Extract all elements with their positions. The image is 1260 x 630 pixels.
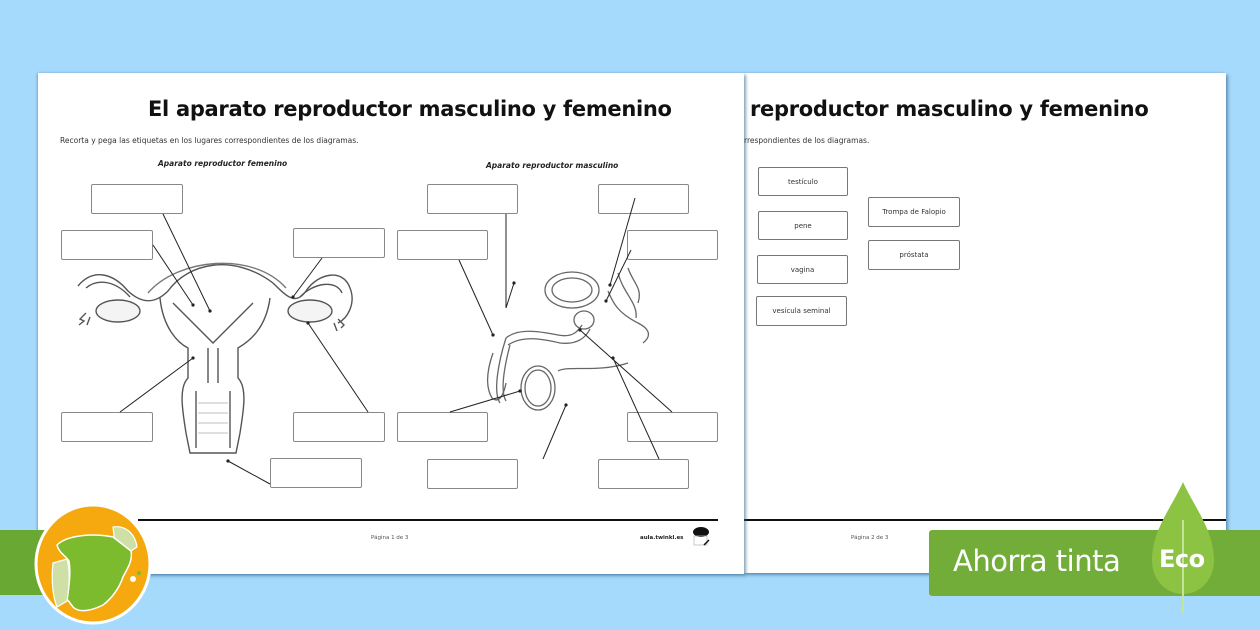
label-box[interactable] <box>427 459 518 489</box>
label-box[interactable] <box>61 412 153 442</box>
male-reproductive-diagram <box>191 197 673 463</box>
worksheet-page-1: El aparato reproductor masculino y femen… <box>38 73 744 574</box>
female-reproductive-diagram <box>77 213 369 485</box>
cutout-label[interactable]: próstata <box>868 240 960 270</box>
spain-map-icon <box>34 503 152 625</box>
leaf-icon <box>1152 482 1214 614</box>
label-box[interactable] <box>61 230 153 260</box>
page-number: Página 2 de 3 <box>851 535 889 541</box>
label-box[interactable] <box>598 184 689 214</box>
female-diagram-heading: Aparato reproductor femenino <box>158 159 288 168</box>
label-box[interactable] <box>293 412 385 442</box>
label-box[interactable] <box>397 412 488 442</box>
male-diagram-heading: Aparato reproductor masculino <box>486 161 619 170</box>
instructions: rrespondientes de los diagramas. <box>744 136 870 145</box>
label-box[interactable] <box>293 228 385 258</box>
label-box[interactable] <box>598 459 689 489</box>
cutout-label[interactable]: pene <box>758 211 848 240</box>
footer-divider <box>138 519 718 521</box>
cutout-label[interactable]: Trompa de Falopio <box>868 197 960 227</box>
label-box[interactable] <box>270 458 362 488</box>
label-box[interactable] <box>397 230 488 260</box>
label-box[interactable] <box>427 184 518 214</box>
cutout-label[interactable]: vagina <box>757 255 848 284</box>
page-number: Página 1 de 3 <box>371 535 409 541</box>
cutout-label[interactable]: vesícula seminal <box>756 296 847 326</box>
page-title: El aparato reproductor masculino y femen… <box>148 97 672 121</box>
page-title: reproductor masculino y femenino <box>750 97 1149 121</box>
footer-divider <box>744 519 1226 521</box>
cutout-label[interactable]: testículo <box>758 167 848 196</box>
eco-label: Eco <box>1159 545 1205 573</box>
brand-url: aula.twinkl.es <box>640 535 684 541</box>
eco-banner-text: Ahorra tinta <box>953 544 1121 578</box>
label-box[interactable] <box>627 230 718 260</box>
label-box[interactable] <box>627 412 718 442</box>
instructions: Recorta y pega las etiquetas en los luga… <box>60 136 359 145</box>
worksheet-page-2: reproductor masculino y femenino rrespon… <box>744 73 1226 573</box>
label-box[interactable] <box>91 184 183 214</box>
twinkl-logo-icon <box>693 527 710 546</box>
